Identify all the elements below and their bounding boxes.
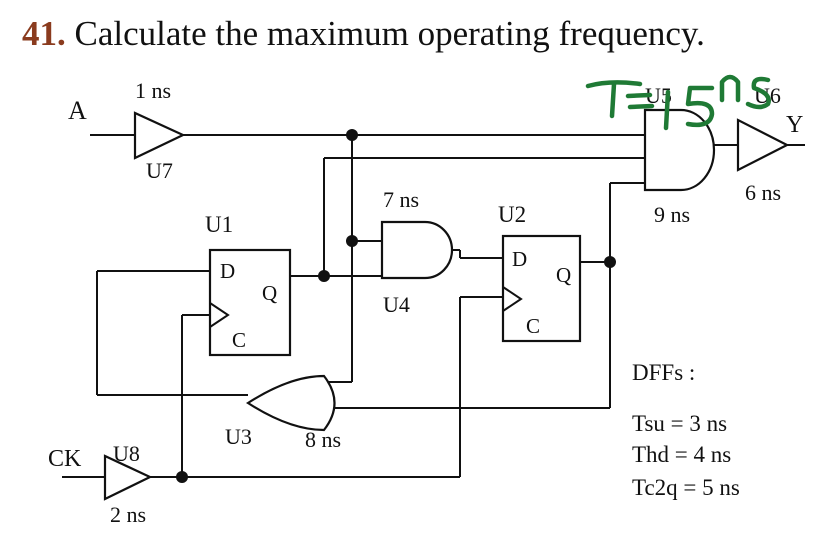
ink-stroke [609, 81, 617, 119]
u7-name-label: U7 [146, 158, 173, 183]
junction-dot [318, 270, 330, 282]
u4-delay-label: 7 ns [383, 187, 419, 212]
dff-tsu: Tsu = 3 ns [632, 411, 727, 436]
u5-delay-label: 9 ns [654, 202, 690, 227]
u1-name-label: U1 [205, 212, 233, 237]
and-gate-u4: 7 ns U4 [380, 187, 461, 317]
input-a-label: A [68, 96, 87, 125]
buffer-u6-symbol [736, 118, 790, 172]
and-gate-u4-symbol [380, 220, 454, 280]
or-gate-u3: U3 8 ns [225, 374, 341, 452]
question-text: Calculate the maximum operating frequenc… [74, 14, 705, 53]
buffer-u7: 1 ns U7 [133, 78, 186, 183]
input-ck-label: CK [48, 446, 82, 472]
u8-name-label: U8 [113, 441, 140, 466]
u7-delay-label: 1 ns [135, 78, 171, 103]
dff-tc2q: Tc2q = 5 ns [632, 475, 740, 500]
ink-stroke [745, 76, 771, 110]
u3-name-label: U3 [225, 424, 252, 449]
junction-dot [604, 256, 616, 268]
u6-delay-label: 6 ns [745, 180, 781, 205]
output-y-label: Y [786, 112, 803, 138]
flipflop-u1-box [208, 248, 292, 357]
ink-stroke [663, 89, 671, 131]
ink-stroke [625, 92, 653, 99]
u2-clock-triangle [502, 286, 523, 312]
junction-dot [176, 471, 188, 483]
and-gate-u5: U5 9 ns [643, 83, 716, 227]
ink-stroke [585, 80, 643, 89]
or-gate-u3-symbol [245, 374, 336, 432]
u1-q-pin: Q [262, 281, 277, 305]
u2-name-label: U2 [498, 202, 526, 227]
ink-stroke [719, 74, 741, 103]
question-number: 41. [22, 14, 66, 53]
junction-dot [346, 235, 358, 247]
buffer-u6: U6 6 ns [736, 83, 790, 205]
u1-d-pin: D [220, 259, 235, 283]
u2-c-pin: C [526, 314, 540, 338]
u2-q-pin: Q [556, 263, 571, 287]
handwritten-note [585, 74, 771, 131]
flipflop-u2-box [501, 234, 582, 343]
dff-thd: Thd = 4 ns [632, 442, 731, 467]
flipflop-u1: U1 D Q C [205, 212, 292, 357]
u4-name-label: U4 [383, 292, 410, 317]
question-title: 41. Calculate the maximum operating freq… [22, 14, 705, 54]
wires [62, 134, 805, 478]
u1-c-pin: C [232, 328, 246, 352]
junction-dot [346, 129, 358, 141]
flipflop-u2: U2 D Q C [498, 202, 582, 343]
buffer-u8-symbol [103, 454, 153, 501]
dff-specs: DFFs : Tsu = 3 ns Thd = 4 ns Tc2q = 5 ns [632, 360, 740, 500]
junctions [176, 129, 616, 483]
u8-delay-label: 2 ns [110, 502, 146, 527]
dff-specs-heading: DFFs : [632, 360, 695, 385]
and-gate-u5-symbol [643, 108, 716, 192]
buffer-u7-symbol [133, 111, 186, 160]
u2-d-pin: D [512, 247, 527, 271]
ink-stroke [627, 103, 655, 110]
buffer-u8: U8 2 ns [103, 441, 153, 527]
ink-stroke [685, 85, 715, 128]
u3-delay-label: 8 ns [305, 427, 341, 452]
u1-clock-triangle [209, 302, 230, 328]
